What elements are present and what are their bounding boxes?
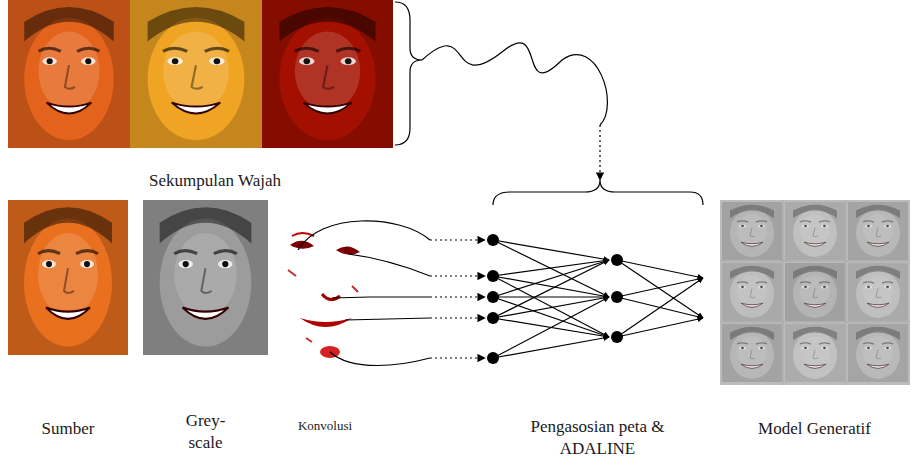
panel-caption: Konvolusi bbox=[280, 418, 370, 435]
image-panel: Model Generatif bbox=[717, 200, 912, 450]
adaline-network bbox=[487, 180, 703, 364]
greyscale-face bbox=[143, 200, 268, 355]
flow-arrow bbox=[370, 297, 485, 298]
panel-caption: Pengasosian peta & ADALINE bbox=[513, 416, 683, 460]
image-panel: Sekumpulan Wajah bbox=[8, 0, 422, 200]
image-panel: Sumber bbox=[8, 200, 128, 450]
panel-caption: Sekumpulan Wajah bbox=[8, 170, 422, 192]
generative-model-image bbox=[720, 200, 910, 385]
brace bbox=[395, 2, 422, 145]
panel-caption: Sumber bbox=[8, 418, 128, 440]
image-panel: Konvolusi bbox=[280, 200, 370, 450]
panel-caption: Grey- scale bbox=[176, 410, 236, 454]
image-panel: Grey- scale bbox=[143, 200, 268, 462]
panel-caption: Model Generatif bbox=[717, 418, 912, 440]
image-panel: Pengasosian peta & ADALINE bbox=[485, 180, 710, 465]
face-collection bbox=[8, 0, 393, 148]
convolution-face bbox=[288, 233, 360, 358]
flow-arrow bbox=[422, 43, 607, 180]
source-face bbox=[8, 200, 128, 355]
